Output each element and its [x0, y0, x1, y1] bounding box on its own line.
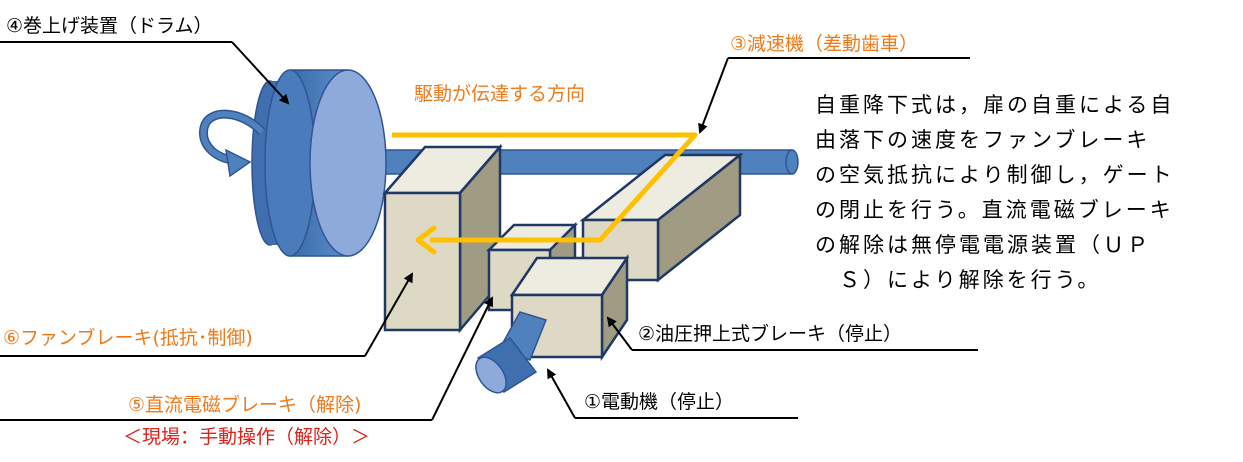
description-line: の解除は無停電電源装置（ＵＰ	[815, 233, 1151, 257]
description-text: 自重降下式は，扉の自重による自 由落下の速度をファンブレーキ の空気抵抗により制…	[815, 88, 1235, 298]
drive-direction-label: 駆動が伝達する方向	[414, 83, 586, 105]
rotation-arrow-icon	[199, 109, 266, 178]
leader-lines	[0, 41, 978, 421]
hydraulic-brake-block	[509, 253, 630, 362]
description-line: の閉止を行う。直流電磁ブレーキ	[815, 198, 1174, 222]
manual-operation-note: ＜現場：手動操作（解除）＞	[123, 426, 371, 448]
drive-direction-arrow	[392, 132, 698, 255]
description-line: 由落下の速度をファンブレーキ	[815, 128, 1151, 152]
description-line: 自重降下式は，扉の自重による自	[815, 93, 1175, 117]
drum-label: ④巻上げ装置（ドラム）	[6, 15, 213, 37]
fan-brake-label: ⑥ファンブレーキ(抵抗･制御)	[3, 327, 253, 349]
dc-brake-label: ⑤直流電磁ブレーキ（解除)	[128, 394, 362, 416]
motor-label: ①電動機（停止）	[584, 391, 735, 413]
description-line: Ｓ）により解除を行う。	[815, 268, 1102, 292]
description-line: の空気抵抗により制御し，ゲート	[815, 163, 1175, 187]
hoisting-drum	[251, 69, 387, 257]
hydraulic-brake-label: ②油圧押上式ブレーキ（停止）	[638, 323, 903, 345]
reducer-label: ③減速機（差動歯車）	[730, 33, 919, 55]
electric-motor	[475, 311, 547, 394]
